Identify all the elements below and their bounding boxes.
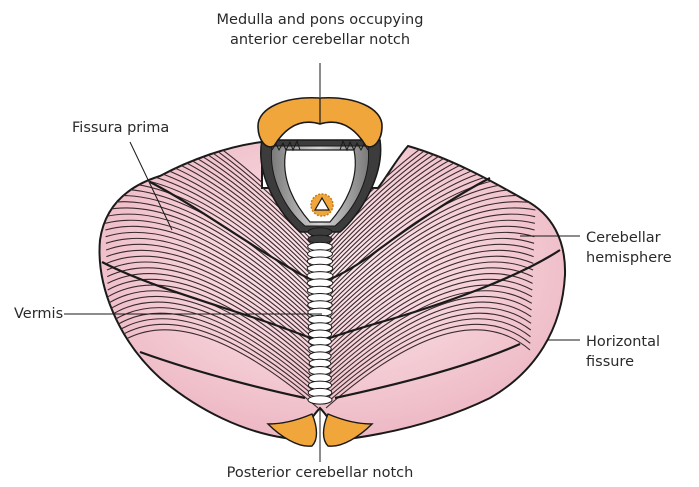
label-horizontal-line1: Horizontal <box>586 332 660 352</box>
orientation-marker <box>311 194 333 216</box>
label-medulla-line1: Medulla and pons occupying <box>180 10 460 30</box>
label-horizontal-fissure: Horizontal fissure <box>586 332 660 372</box>
label-horizontal-line2: fissure <box>586 352 660 372</box>
label-cerebellar-line2: hemisphere <box>586 248 672 268</box>
label-posterior-notch: Posterior cerebellar notch <box>180 463 460 483</box>
label-fissura-prima: Fissura prima <box>72 118 169 138</box>
vermis-segment <box>308 396 332 404</box>
label-cerebellar-line1: Cerebellar <box>586 228 672 248</box>
label-medulla-line2: anterior cerebellar notch <box>180 30 460 50</box>
label-medulla-pons: Medulla and pons occupying anterior cere… <box>180 10 460 50</box>
label-cerebellar-hemisphere: Cerebellar hemisphere <box>586 228 672 268</box>
label-vermis: Vermis <box>14 304 63 324</box>
